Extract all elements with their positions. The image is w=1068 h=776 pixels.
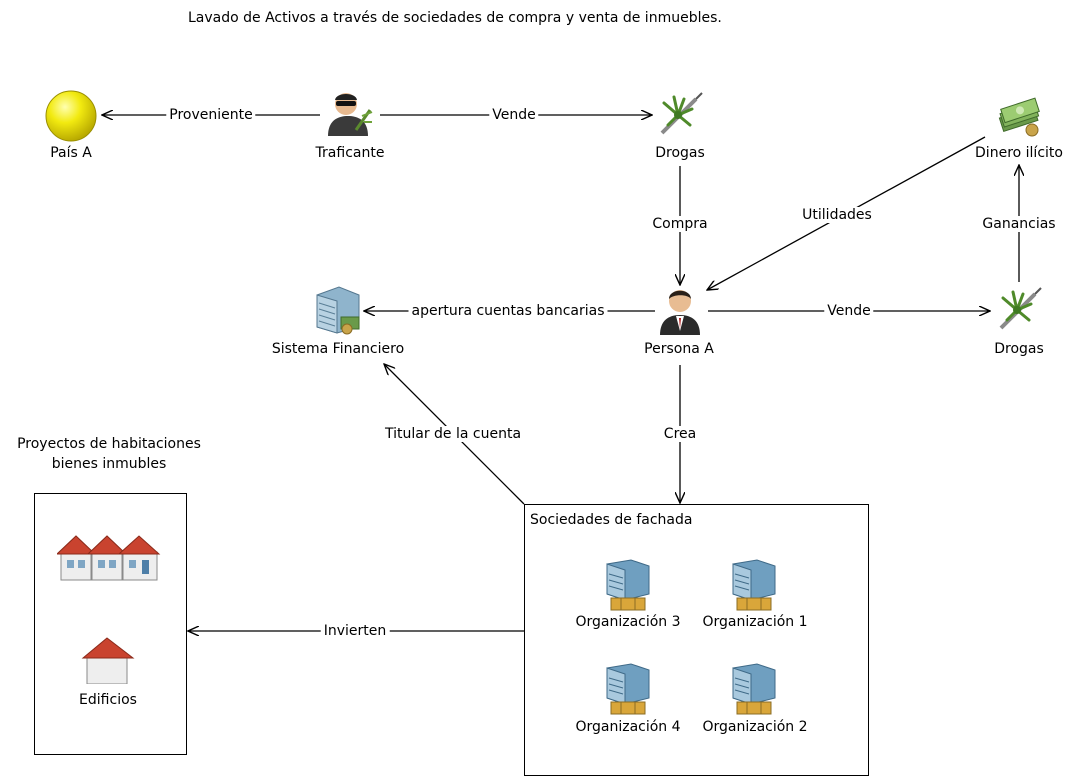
edge-label-utilidades: Utilidades (799, 207, 875, 223)
edge-label-compra: Compra (649, 216, 711, 232)
group-title-sociedades: Sociedades de fachada (530, 512, 693, 528)
edge-label-ganancias: Ganancias (979, 216, 1059, 232)
node-label-sistema-financiero: Sistema Financiero (271, 341, 405, 357)
row-houses-icon[interactable] (57, 530, 161, 582)
node-label-edificios: Edificios (79, 692, 137, 708)
node-label-pais-a: País A (50, 145, 92, 161)
house-icon[interactable] (81, 636, 135, 684)
trafficker-person-icon[interactable] (322, 86, 374, 136)
edge-label-crea: Crea (660, 426, 700, 442)
diagram-title: Lavado de Activos a través de sociedades… (188, 10, 722, 26)
projects-group-box[interactable] (34, 493, 187, 755)
organization-server-icon[interactable] (727, 662, 779, 716)
money-stack-icon[interactable] (994, 94, 1044, 140)
edge-label-apertura: apertura cuentas bancarias (408, 303, 608, 319)
edge-label-vende-right: Vende (824, 303, 874, 319)
edge-label-invierten: Invierten (320, 623, 390, 639)
group-title-projects-line1: Proyectos de habitaciones (17, 436, 201, 452)
drugs-syringe-icon[interactable] (654, 89, 706, 139)
node-label-org-1: Organización 1 (702, 614, 808, 630)
organization-server-icon[interactable] (601, 662, 653, 716)
edge-label-titular: Titular de la cuenta (381, 426, 525, 442)
node-label-drogas-top: Drogas (655, 145, 705, 161)
bank-building-icon[interactable] (309, 283, 365, 335)
node-label-dinero-ilicito: Dinero ilícito (975, 145, 1063, 161)
organization-server-icon[interactable] (601, 558, 653, 612)
yellow-sphere-icon[interactable] (44, 89, 98, 143)
edge-label-vende-top: Vende (489, 107, 539, 123)
sociedades-group-box[interactable] (524, 504, 869, 776)
edge-label-proveniente: Proveniente (166, 107, 256, 123)
node-label-drogas-right: Drogas (994, 341, 1044, 357)
businessman-icon[interactable] (657, 283, 703, 335)
drugs-syringe-icon[interactable] (993, 284, 1045, 334)
group-title-projects-line2: bienes inmubles (51, 456, 167, 472)
node-label-org-2: Organización 2 (702, 719, 808, 735)
organization-server-icon[interactable] (727, 558, 779, 612)
node-label-org-4: Organización 4 (575, 719, 681, 735)
node-label-persona-a: Persona A (644, 341, 714, 357)
node-label-traficante: Traficante (315, 145, 385, 161)
node-label-org-3: Organización 3 (575, 614, 681, 630)
